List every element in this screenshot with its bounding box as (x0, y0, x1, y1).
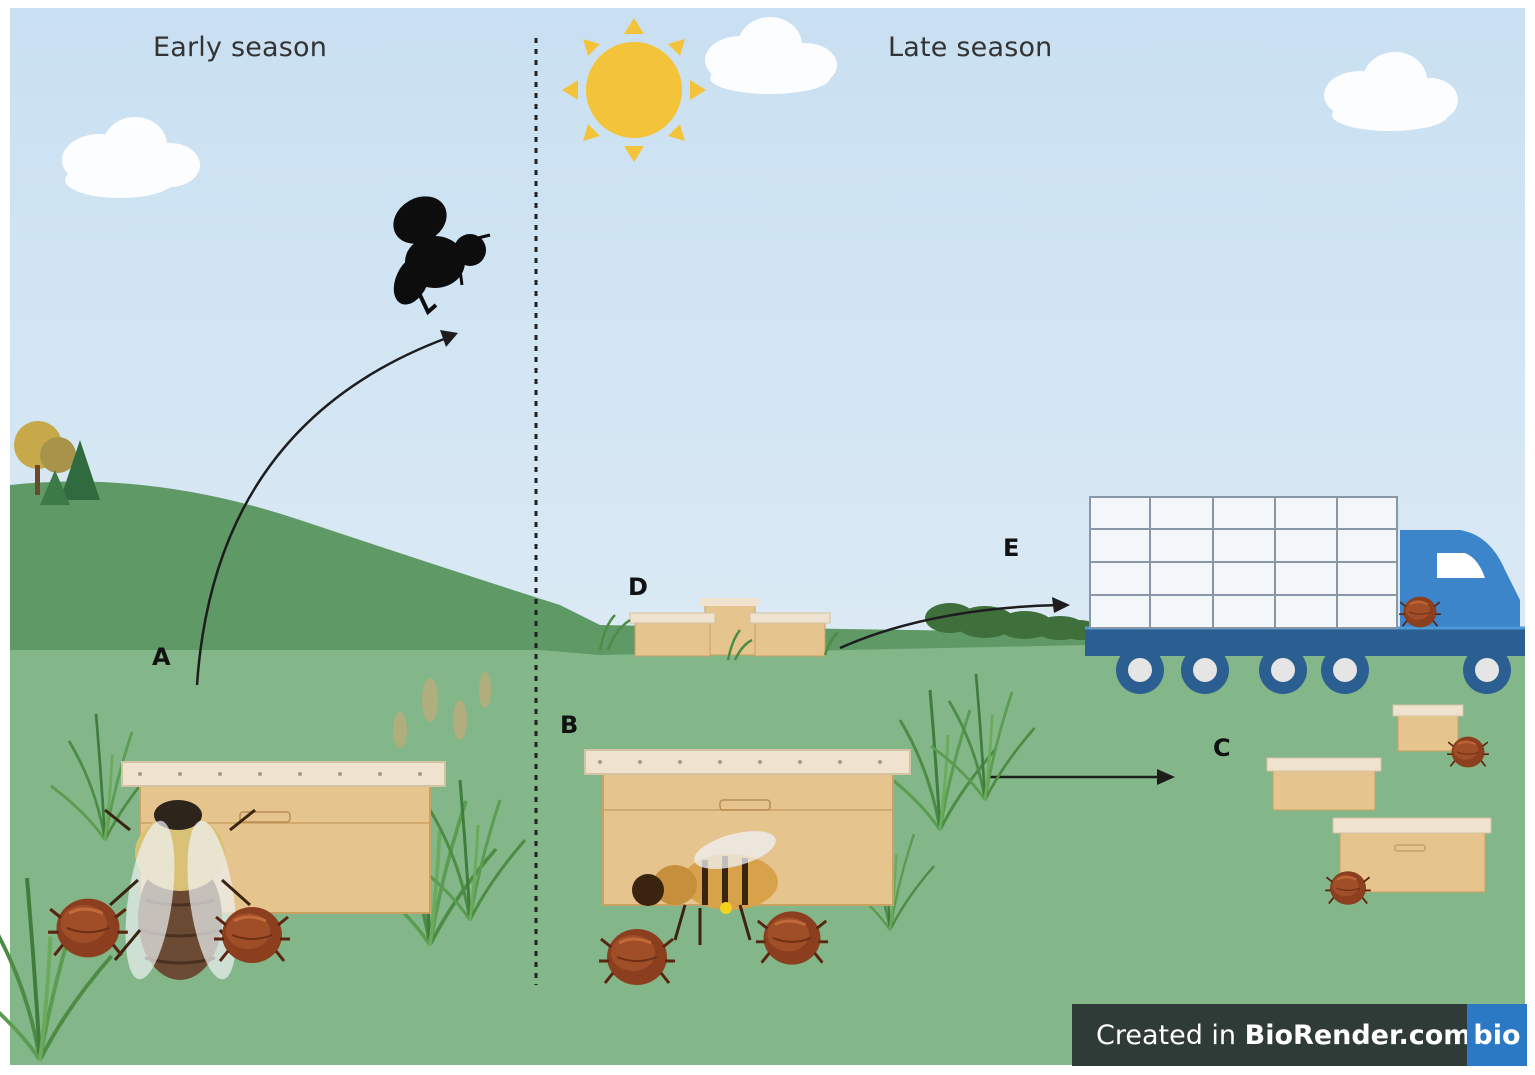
late-season-label: Late season (888, 32, 1053, 63)
watermark-brand: BioRender.com (1244, 1019, 1472, 1051)
early-season-label: Early season (153, 32, 328, 63)
panel-label-a: A (152, 643, 171, 671)
biorender-logo-icon: bio (1467, 1004, 1527, 1066)
truck-wheels (1116, 646, 1511, 694)
panel-label-e: E (1003, 534, 1020, 562)
flying-bee-silhouette (393, 196, 491, 316)
arrow-d-to-truck (839, 603, 1061, 650)
watermark-prefix: Created in (1096, 1019, 1245, 1051)
hive-group-c (1266, 704, 1492, 906)
arrow-a-to-bee (195, 333, 456, 686)
truck (1085, 496, 1525, 694)
biorender-watermark: Created in BioRender.com bio (1072, 1004, 1527, 1066)
sun-icon (562, 18, 706, 162)
panel-label-b: B (560, 711, 579, 739)
panel-label-d: D (628, 573, 648, 601)
hive-group-d (598, 598, 839, 661)
honey-bee-b (632, 831, 778, 945)
cloud-right (1324, 52, 1458, 131)
cloud-left (62, 117, 200, 198)
reed-a (393, 672, 491, 748)
cloud-center (705, 17, 837, 94)
tree-cluster-left (14, 421, 100, 505)
watermark-text: Created in BioRender.com (1072, 1020, 1471, 1051)
panel-label-c: C (1213, 734, 1231, 762)
distant-shrubs (925, 603, 1098, 640)
